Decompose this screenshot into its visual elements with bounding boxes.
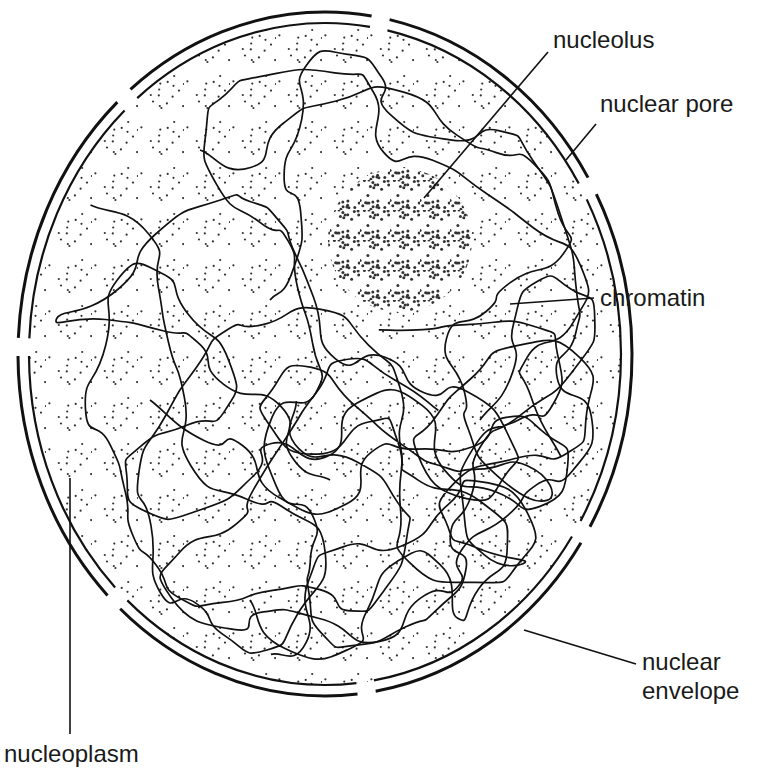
nucleolus-body [328,168,472,312]
leader-line [69,478,71,734]
leader-line [524,630,636,664]
label-holder: nuclear pore [600,90,733,119]
label-holder: nucleoplasm [4,740,139,769]
chromatin-strand [160,51,593,643]
part-label: nucleoplasm [4,740,139,769]
part-label: nuclear envelope [642,648,770,706]
chromatin-strands [56,51,595,660]
nucleoplasm-fill [29,23,621,685]
part-label: nuclear pore [600,90,733,119]
outer-membrane [18,12,632,696]
part-label: nucleolus [553,26,654,55]
label-holder: nucleolus [553,26,654,55]
label-holder: chromatin [600,284,705,313]
leader-line [424,52,548,198]
nucleolus-ground [328,168,472,312]
leader-line [566,124,596,160]
chromatin-strand [85,263,568,611]
leader-line [510,298,594,304]
inner-membrane [29,23,621,685]
part-label: chromatin [600,284,705,313]
label-holder: nuclear envelope [642,648,770,706]
